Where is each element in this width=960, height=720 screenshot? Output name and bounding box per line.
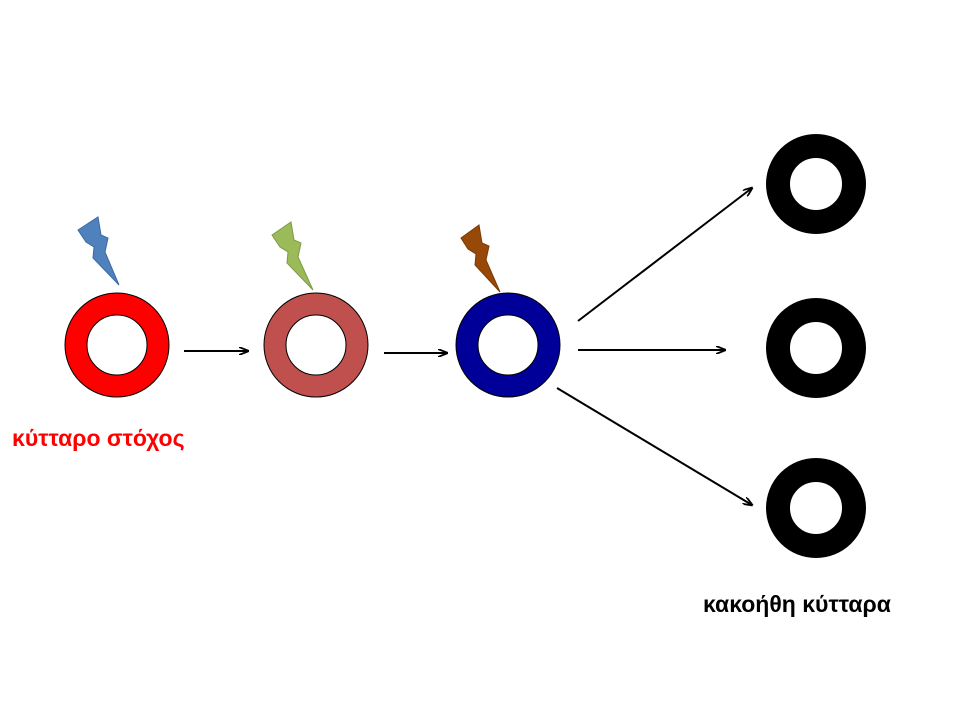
intermediate-cell-2 [455, 292, 561, 398]
arrow-down-right-icon [556, 387, 752, 505]
malignant-cell [766, 298, 866, 398]
lightning-bolt-icon [77, 216, 120, 286]
lightning-bolt-icon [271, 221, 314, 291]
bolt-brown [460, 224, 501, 293]
arrow-up-right-icon [577, 188, 752, 322]
malignant-cell [766, 134, 866, 234]
malignant-cells-label: κακοήθη κύτταρα [703, 591, 891, 617]
bolt-blue [77, 216, 120, 286]
lightning-bolt-icon [460, 224, 501, 293]
intermediate-cell-1 [263, 292, 369, 398]
target-cell [64, 292, 170, 398]
malignant-cell [766, 458, 866, 558]
target-cell-label: κύτταρο στόχος [12, 425, 185, 451]
bolt-green [271, 221, 314, 291]
